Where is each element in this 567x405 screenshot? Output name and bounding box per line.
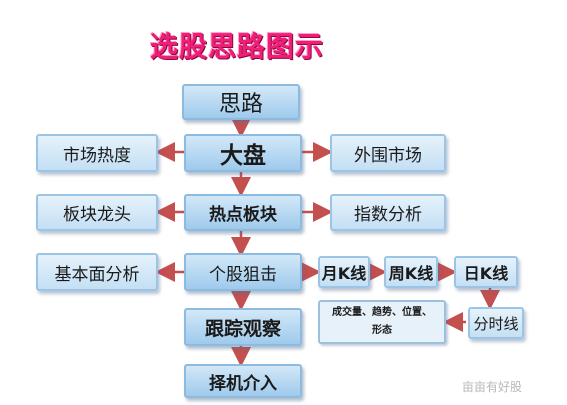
node-zhouk: 周K线 [384, 256, 438, 288]
node-redian: 热点板块 [184, 194, 302, 231]
node-yuek: 月K线 [318, 256, 370, 288]
watermark: 亩亩有好股 [462, 380, 523, 394]
node-dapan: 大盘 [184, 134, 302, 172]
node-fenshi: 分时线 [468, 307, 524, 339]
node-shichang: 市场热度 [36, 134, 158, 172]
node-zhishu: 指数分析 [330, 194, 446, 231]
node-zeji: 择机介入 [184, 364, 302, 398]
node-bankuai: 板块龙头 [36, 194, 158, 231]
node-jiben: 基本面分析 [36, 253, 158, 291]
node-waiwei: 外围市场 [330, 134, 446, 172]
diagram-title: 选股思路图示 [150, 30, 325, 63]
node-chengjiao-line2: 形态 [372, 325, 392, 336]
node-gegu: 个股狙击 [184, 253, 302, 291]
node-rik: 日K线 [454, 256, 518, 288]
node-chengjiao: 成交量、趋势、位置、 形态 [318, 300, 446, 344]
node-silu: 思路 [182, 84, 300, 120]
node-chengjiao-line1: 成交量、趋势、位置、 [332, 307, 432, 318]
node-genzong: 跟踪观察 [184, 308, 302, 346]
